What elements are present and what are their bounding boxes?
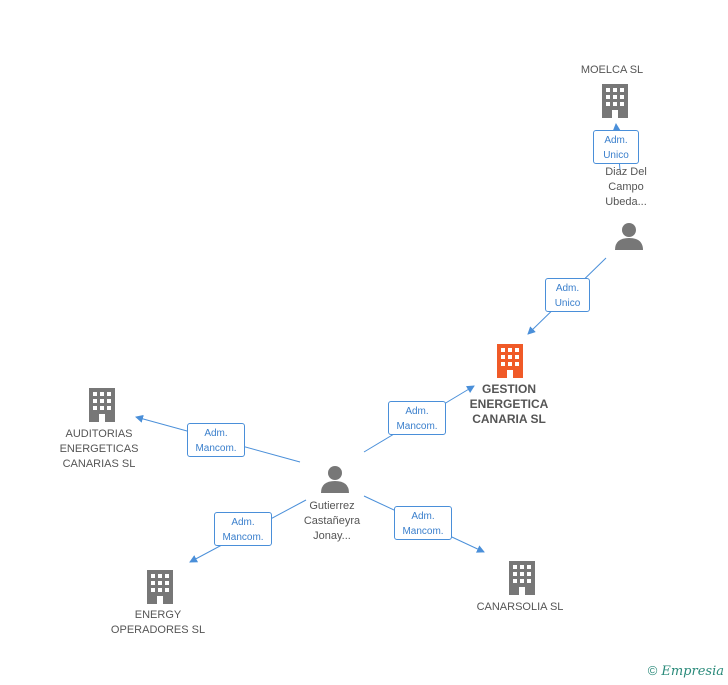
node-label-canarsolia[interactable]: CANARSOLIA SL <box>476 601 564 613</box>
building-icon[interactable] <box>89 388 115 422</box>
node-label-gestion[interactable]: GESTION ENERGETICA CANARIA SL <box>469 382 549 426</box>
footer-credit: ©Empresia <box>648 663 724 679</box>
node-label-auditorias[interactable]: AUDITORIAS ENERGETICAS CANARIAS SL <box>59 428 139 470</box>
edge-label-gutierrez-canarsolia: Adm. Mancom. <box>394 506 452 540</box>
building-icon[interactable] <box>147 570 173 604</box>
node-label-gutierrez[interactable]: Gutierrez Castañeyra Jonay... <box>303 500 361 542</box>
node-label-diaz[interactable]: Diaz Del Campo Ubeda... <box>605 166 647 208</box>
person-icon[interactable] <box>615 223 643 250</box>
node-label-moelca[interactable]: MOELCA SL <box>580 64 644 76</box>
edge-label-diaz-gestion: Adm. Unico <box>545 278 590 312</box>
edge-label-gutierrez-energy: Adm. Mancom. <box>214 512 272 546</box>
building-icon-main[interactable] <box>497 344 523 378</box>
edge-label-gutierrez-auditorias: Adm. Mancom. <box>187 423 245 457</box>
node-label-energy[interactable]: ENERGY OPERADORES SL <box>110 609 206 636</box>
brand-logo[interactable]: Empresia <box>661 664 724 679</box>
edge-label-diaz-moelca: Adm. Unico <box>593 130 639 164</box>
building-icon[interactable] <box>509 561 535 595</box>
person-icon[interactable] <box>321 466 349 493</box>
copyright-symbol: © <box>647 663 658 678</box>
building-icon[interactable] <box>602 84 628 118</box>
edge-label-gutierrez-gestion: Adm. Mancom. <box>388 401 446 435</box>
